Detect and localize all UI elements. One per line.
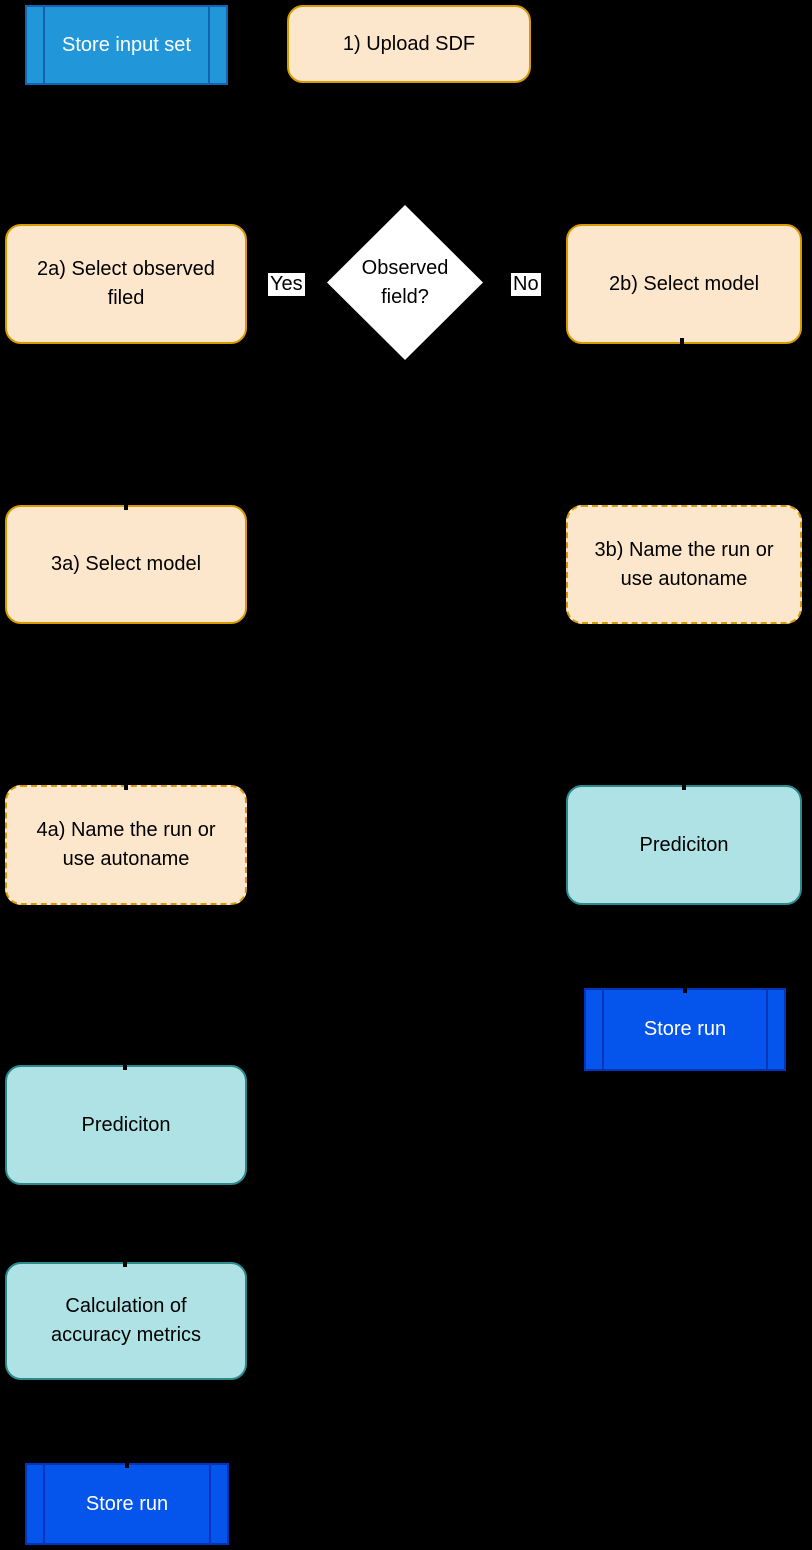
process-stripe-left (43, 1465, 45, 1543)
process-stripe-right (208, 7, 210, 83)
connector-stub (680, 338, 684, 346)
process-stripe-left (43, 7, 45, 83)
node-calculation-metrics: Calculation of accuracy metrics (5, 1262, 247, 1380)
node-label: 1) Upload SDF (342, 32, 476, 55)
node-prediction-right: Prediciton (566, 785, 802, 905)
node-name-run-left: 4a) Name the run or use autoname (5, 785, 247, 905)
decision-label: Observed field? (361, 256, 449, 308)
edge-label-yes: Yes (268, 273, 305, 296)
node-store-run-left: Store run (25, 1463, 229, 1545)
connector-stub (123, 1062, 127, 1070)
connector-stub (683, 985, 687, 993)
process-stripe-left (602, 990, 604, 1069)
connector-stub (125, 1460, 129, 1468)
connector-stub (123, 1259, 127, 1267)
node-label: Store input set (62, 33, 191, 56)
node-label: 4a) Name the run or use autoname (36, 819, 216, 870)
node-label: 2a) Select observed filed (37, 258, 215, 309)
node-label: Prediciton (639, 833, 729, 856)
node-label: Prediciton (81, 1113, 171, 1136)
connector-stub (124, 502, 128, 510)
node-name-run-right: 3b) Name the run or use autoname (566, 505, 802, 624)
node-label: 3a) Select model (50, 553, 202, 575)
decision-observed-field: Observed field? (327, 205, 483, 360)
node-label: Store run (85, 1492, 169, 1515)
node-label: Calculation of accuracy metrics (50, 1295, 202, 1346)
node-label: 3b) Name the run or use autoname (594, 538, 774, 590)
node-upload-sdf: 1) Upload SDF (287, 5, 531, 83)
node-select-model-right: 2b) Select model (566, 224, 802, 344)
edge-label-no: No (511, 273, 541, 296)
process-stripe-right (766, 990, 768, 1069)
node-label: Store run (643, 1018, 727, 1040)
connector-stub (124, 782, 128, 790)
process-stripe-right (209, 1465, 211, 1543)
node-store-run-right: Store run (584, 988, 786, 1071)
node-store-input-set: Store input set (25, 5, 228, 85)
node-label: 2b) Select model (608, 272, 760, 295)
connector-stub (682, 782, 686, 790)
node-select-model-left: 3a) Select model (5, 505, 247, 624)
node-select-observed-field: 2a) Select observed filed (5, 224, 247, 344)
node-prediction-left: Prediciton (5, 1065, 247, 1185)
